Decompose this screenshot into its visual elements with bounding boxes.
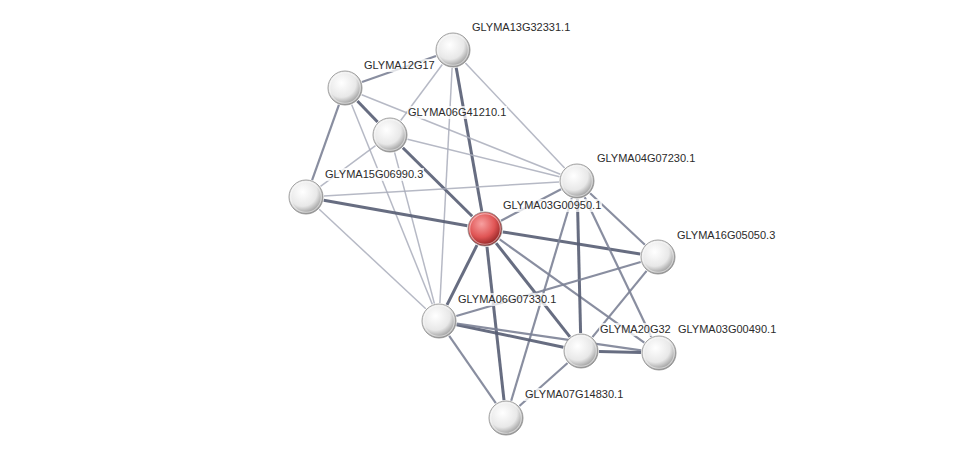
interaction-edge [456,68,482,212]
interaction-edge [357,101,377,122]
node-label: GLYMA20G32 [599,323,672,336]
protein-node: GLYMA12G17 [327,70,363,106]
interaction-edge [487,247,504,400]
node-label: GLYMA04G07230.1 [596,152,696,165]
protein-node: GLYMA13G32331.1 [435,32,471,68]
interaction-edge [585,197,652,337]
node-label: GLYMA16G05050.3 [676,229,776,242]
interaction-edge [324,200,468,226]
interaction-edge [599,352,641,353]
protein-sphere [559,163,595,199]
interaction-edge [352,105,433,305]
node-label: GLYMA07G14830.1 [524,388,624,401]
protein-sphere [327,70,363,106]
protein-sphere [467,211,503,247]
protein-sphere [488,400,524,436]
protein-sphere [372,117,408,153]
protein-sphere [435,32,471,68]
interaction-edge [456,262,640,316]
protein-sphere [421,303,457,339]
protein-node: GLYMA03G00490.1 [641,335,677,371]
protein-node: GLYMA06G07330.1 [421,303,457,339]
interaction-edge [449,336,496,403]
protein-sphere [641,335,677,371]
protein-sphere [563,333,599,369]
protein-node: GLYMA06G41210.1 [372,117,408,153]
interaction-edge [403,148,472,217]
protein-node: GLYMA07G14830.1 [488,400,524,436]
interaction-edge [362,95,561,175]
protein-sphere [288,179,324,215]
interaction-edge [324,182,559,196]
node-label: GLYMA15G06990.3 [324,168,424,181]
protein-node: GLYMA03G00950.1 [467,211,503,247]
protein-sphere [640,239,676,275]
protein-node: GLYMA04G07230.1 [559,163,595,199]
interaction-edge [496,243,570,337]
node-label: GLYMA03G00950.1 [502,199,602,212]
interaction-edge [577,199,580,333]
interaction-edge [319,209,426,308]
node-label: GLYMA03G00490.1 [677,323,777,336]
node-label: GLYMA13G32331.1 [471,21,571,34]
interaction-edge [362,56,436,82]
protein-node: GLYMA15G06990.3 [288,179,324,215]
node-label: GLYMA12G17 [363,59,436,72]
interaction-edge [408,139,560,176]
node-label: GLYMA06G41210.1 [407,106,507,119]
protein-node: GLYMA16G05050.3 [640,239,676,275]
interaction-edge [503,232,640,254]
protein-node: GLYMA20G32 [563,333,599,369]
node-label: GLYMA06G07330.1 [457,293,557,306]
